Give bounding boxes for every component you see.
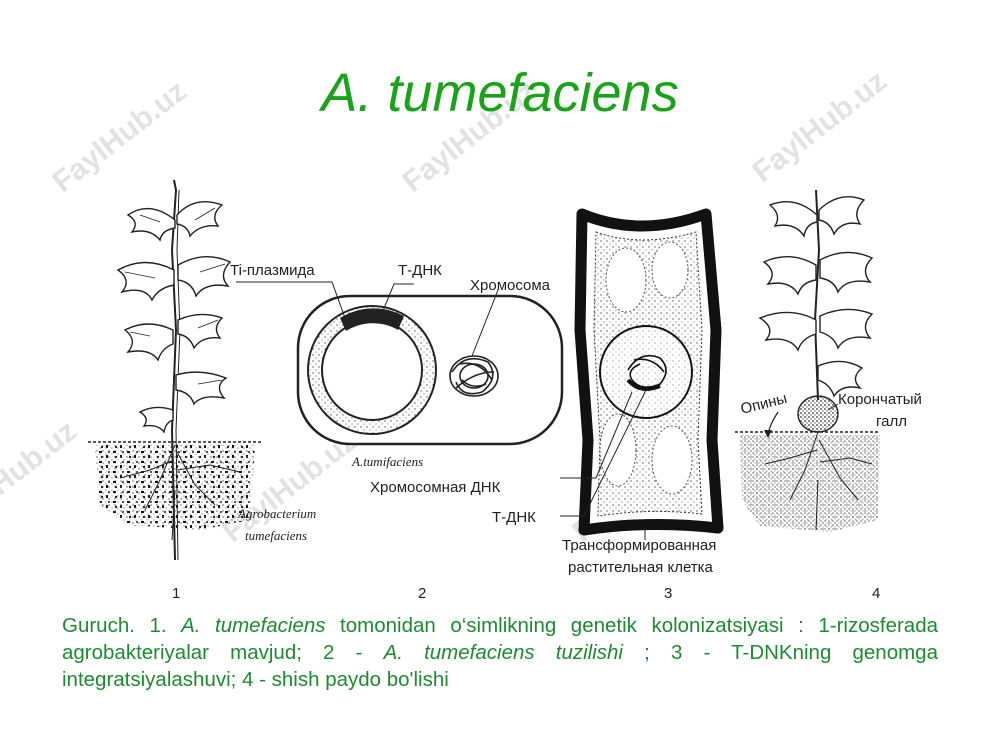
label-chromosomal-dna: Хромосомная ДНК: [370, 479, 501, 496]
chromosome-coil: [449, 355, 499, 397]
t-dna-segment: [340, 308, 404, 331]
label-opines: Опины: [739, 390, 789, 418]
panel-number-1: 1: [172, 585, 180, 602]
slide-title: A. tumefaciens: [321, 63, 679, 123]
label-t-dna-bottom: Т-ДНК: [492, 509, 536, 526]
panel-3-plant-cell: Хромосомная ДНК Т-ДНК Трансформированная…: [370, 208, 724, 576]
panel-4-crown-gall-plant: Опины Корончатый галл: [735, 189, 922, 532]
integrated-t-dna: [626, 378, 661, 391]
panel-2-bacterium: Ti-плазмида Т-ДНК Хромосома A.tumifacien…: [230, 262, 564, 469]
panel-1-plant: Agrobacterium tumefaciens: [88, 179, 316, 561]
panel-number-2: 2: [418, 585, 426, 602]
agro-label-line2: tumefaciens: [245, 528, 307, 543]
caption-part-2: ; 3 - T-DNKning genomga integratsiyalash…: [62, 641, 938, 691]
crown-gall: [797, 395, 839, 433]
label-chromosome: Хромосома: [470, 277, 551, 294]
figure-caption: Guruch. 1. A. tumefaciens tomonidan o‘si…: [62, 612, 938, 693]
label-crown-gall-1: Корончатый: [838, 391, 922, 408]
panel-number-3: 3: [664, 585, 672, 602]
chromosomal-dna-coil: [627, 354, 667, 388]
label-transformed-cell-2: растительная клетка: [568, 559, 714, 576]
agro-label-line1: Agrobacterium: [237, 506, 316, 521]
label-bacterium-name: A.tumifaciens: [351, 454, 423, 469]
label-crown-gall-2: галл: [876, 413, 907, 430]
panel-number-4: 4: [872, 585, 880, 602]
figure: Agrobacterium tumefaciens Ti-плазмида Т-…: [88, 179, 922, 602]
caption-species-1: A. tumefaciens: [181, 614, 326, 637]
label-transformed-cell-1: Трансформированная: [562, 537, 716, 554]
caption-part-1: tomonidan o‘simlikning genetik kolonizat…: [62, 614, 939, 664]
label-ti-plasmid: Ti-плазмида: [230, 262, 315, 279]
caption-prefix: Guruch. 1.: [62, 614, 182, 637]
caption-species-2: A. tumefaciens tuzilishi: [383, 641, 623, 664]
label-t-dna-top: Т-ДНК: [398, 262, 442, 279]
